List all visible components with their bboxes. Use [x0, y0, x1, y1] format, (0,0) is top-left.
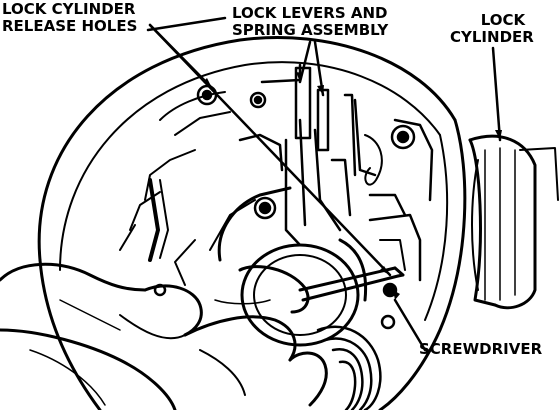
- column-hub: [209, 186, 368, 347]
- label-line: RELEASE HOLES: [2, 17, 138, 35]
- wire-bundle: [316, 325, 382, 410]
- screwdriver: [238, 265, 405, 314]
- leader-lines: [146, 16, 502, 352]
- lock-cylinder-release-holes-label: LOCK CYLINDER RELEASE HOLES: [2, 1, 137, 35]
- label-line: LOCK LEVERS AND: [232, 4, 388, 22]
- casting-hatching: [119, 91, 231, 286]
- lock-cylinder-body: [468, 134, 559, 310]
- screwdriver-label: SCREWDRIVER: [419, 340, 543, 358]
- lock-levers-spring-assembly-label: LOCK LEVERS AND SPRING ASSEMBLY: [232, 5, 388, 39]
- lock-levers: [238, 63, 434, 282]
- bolt-heads: [153, 84, 416, 330]
- label-line: SPRING ASSEMBLY: [232, 21, 389, 39]
- label-line: CYLINDER: [450, 28, 534, 46]
- label-line: LOCK: [480, 11, 526, 29]
- arrow-heads: [203, 72, 502, 300]
- label-line: LOCK CYLINDER: [2, 0, 136, 18]
- lock-cylinder-label: LOCK CYLINDER: [450, 12, 534, 46]
- hand: [0, 262, 328, 410]
- housing-bowl: [37, 36, 467, 410]
